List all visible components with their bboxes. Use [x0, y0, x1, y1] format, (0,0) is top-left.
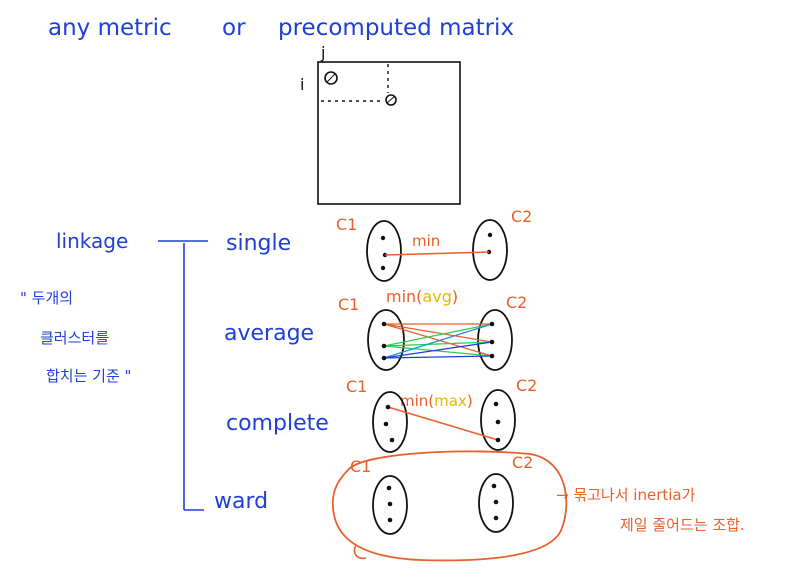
- complete-c1-label: C1: [346, 377, 367, 396]
- single-cluster-2: [472, 219, 508, 281]
- average-c2-point: [489, 321, 495, 327]
- complete-diagram: C1 C2 min(max): [346, 376, 537, 453]
- ward-c2-point: [493, 499, 499, 505]
- matrix-square: [317, 61, 461, 205]
- ward-cluster-2: [478, 473, 514, 533]
- ward-note-line-1: → 묶고나서 inertia가: [556, 486, 696, 504]
- ward-c1-point: [387, 501, 393, 507]
- average-c2-point: [489, 339, 495, 345]
- average-c1-point: [381, 343, 387, 349]
- header-or: or: [222, 15, 246, 41]
- ward-c1-label: C1: [350, 457, 371, 476]
- complete-rule: min(max): [400, 392, 473, 410]
- average-link: [383, 341, 493, 359]
- method-complete: complete: [226, 411, 329, 436]
- matrix-entry-ij-hatch: [386, 95, 396, 104]
- single-c2-point: [487, 232, 493, 238]
- header-any-metric: any metric: [48, 15, 172, 41]
- method-ward: ward: [214, 489, 268, 514]
- single-min-link: [384, 251, 490, 256]
- complete-c1-point: [389, 437, 395, 443]
- average-link: [383, 355, 493, 359]
- ward-c1-point: [386, 485, 392, 491]
- single-c1-label: C1: [336, 215, 357, 234]
- average-rule-inner: avg: [422, 287, 451, 306]
- matrix-entry-ii-hatch: [326, 73, 336, 83]
- header-precomputed-matrix: precomputed matrix: [278, 15, 514, 41]
- average-link: [383, 345, 493, 357]
- complete-cluster-2: [480, 389, 516, 451]
- method-average: average: [224, 321, 314, 346]
- linkage-note-line-3: 합치는 기준 ": [46, 367, 131, 385]
- average-c1-label: C1: [338, 295, 359, 314]
- ward-c2-point: [491, 483, 497, 489]
- average-cluster-1: [367, 309, 405, 371]
- ward-c2-point: [493, 515, 499, 521]
- ward-note-line-2: 제일 줄어드는 조합.: [620, 516, 745, 534]
- average-link: [383, 341, 493, 347]
- complete-c1-point: [385, 404, 391, 410]
- average-c2-label: C2: [506, 293, 527, 312]
- average-c1-point: [381, 355, 387, 361]
- single-c1-point: [380, 235, 386, 241]
- average-diagram: C1 C2 min(avg): [338, 287, 527, 371]
- average-rule-prefix: min: [386, 287, 416, 306]
- average-link: [383, 323, 493, 359]
- complete-rule-prefix: min: [400, 392, 428, 410]
- matrix-label-j: j: [320, 43, 325, 62]
- ward-cluster-1: [372, 475, 408, 535]
- complete-c2-point: [495, 437, 501, 443]
- single-rule-label: min: [412, 232, 440, 250]
- ward-c1-point: [387, 517, 393, 523]
- single-c1-point: [380, 265, 386, 271]
- complete-c2-point: [493, 401, 499, 407]
- complete-rule-inner: max: [434, 392, 467, 410]
- ward-diagram: C1 C2 → 묶고나서 inertia가 제일 줄어드는 조합.: [331, 450, 745, 562]
- ward-c2-label: C2: [512, 453, 533, 472]
- complete-c1-point: [383, 421, 389, 427]
- average-link: [383, 323, 493, 343]
- single-c2-label: C2: [511, 207, 532, 226]
- average-link: [383, 323, 493, 347]
- complete-max-link: [387, 406, 499, 441]
- linkage-title: linkage: [56, 229, 128, 253]
- ward-merged-boundary: [331, 450, 568, 562]
- single-diagram: C1 C2 min: [336, 207, 532, 282]
- single-cluster-1: [366, 220, 402, 282]
- average-c2-point: [489, 353, 495, 359]
- linkage-note-line-1: " 두개의: [20, 289, 73, 307]
- complete-c2-label: C2: [516, 376, 537, 395]
- matrix-label-i: i: [300, 75, 304, 94]
- complete-cluster-1: [372, 391, 408, 453]
- ward-boundary-tail: [353, 544, 367, 560]
- average-rule: min(avg): [386, 287, 458, 306]
- average-link: [383, 323, 493, 357]
- complete-c2-point: [495, 419, 501, 425]
- linkage-note-line-2: 클러스터를: [40, 329, 109, 347]
- average-c1-point: [381, 321, 387, 327]
- method-single: single: [226, 231, 291, 256]
- matrix-diagram: j i: [300, 43, 461, 205]
